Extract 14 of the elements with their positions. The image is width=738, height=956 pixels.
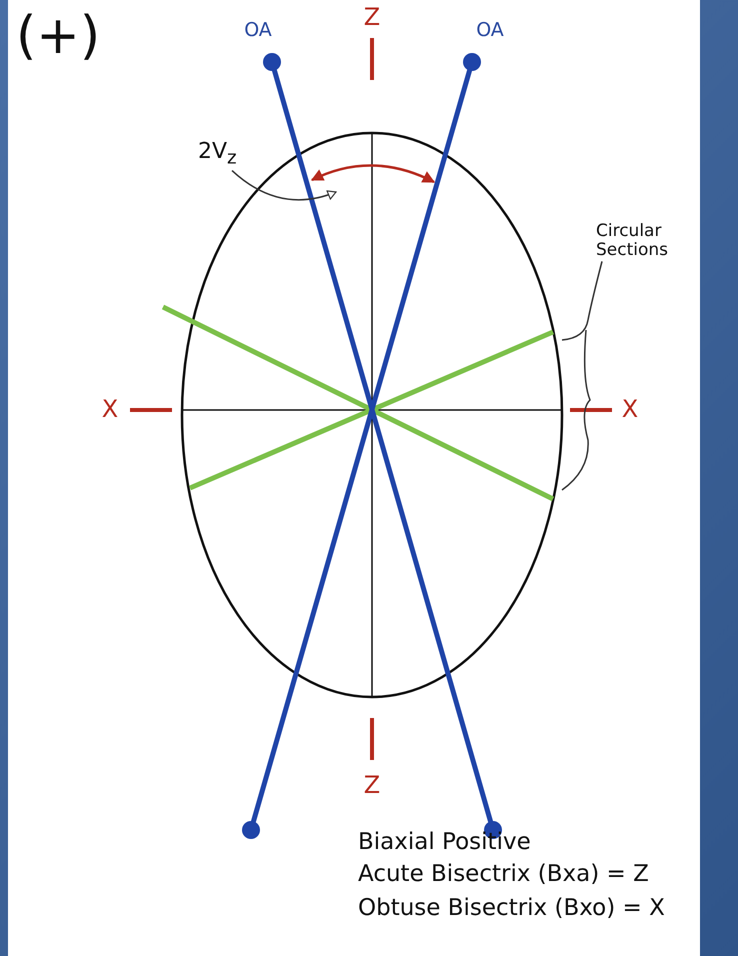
sign-label: (+) <box>16 8 100 66</box>
axis-label: X <box>622 396 638 422</box>
angle-label: 2V$_{z}$ <box>198 140 237 169</box>
caption-text: Acute Bisectrix (Bxa) = Z <box>358 862 649 888</box>
axis-label: OA <box>476 20 504 41</box>
axis-label: X <box>102 396 118 422</box>
axis-label: Z <box>364 772 380 798</box>
section-label: Circular Sections <box>596 222 676 260</box>
axis-label: Z <box>364 4 380 30</box>
axis-label: OA <box>244 20 272 41</box>
caption-text: Biaxial Positive <box>358 830 531 856</box>
caption-text: Obtuse Bisectrix (Bxo) = X <box>358 896 665 922</box>
leader-line <box>561 260 603 491</box>
leader-line <box>232 170 337 201</box>
